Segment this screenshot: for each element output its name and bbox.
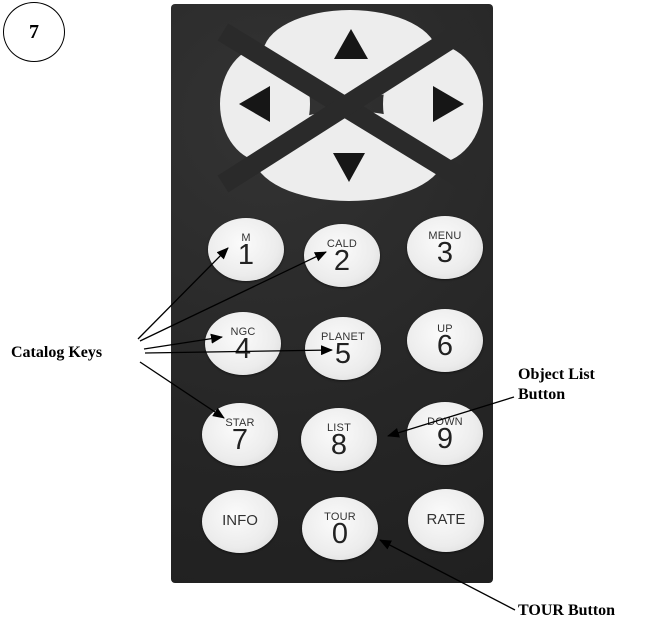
down-arrow-icon xyxy=(333,153,365,182)
page-number: 7 xyxy=(29,20,39,43)
key-sub-label: M xyxy=(241,232,251,244)
key-number: 6 xyxy=(436,330,454,362)
key-1-m[interactable]: M 1 xyxy=(208,218,284,281)
key-sub-label: STAR xyxy=(225,417,255,429)
key-number: 2 xyxy=(333,245,351,277)
direction-pad xyxy=(217,10,483,201)
catalog-keys-label: Catalog Keys xyxy=(11,344,103,361)
key-sub-label: CALD xyxy=(326,238,358,250)
key-number: 0 xyxy=(331,518,349,550)
key-8-list[interactable]: LIST 8 xyxy=(301,408,377,471)
info-button[interactable]: INFO xyxy=(202,490,278,553)
key-number: 9 xyxy=(436,423,454,455)
up-arrow-icon xyxy=(334,29,368,59)
key-number: 5 xyxy=(334,338,352,370)
page-number-badge: 7 xyxy=(3,2,65,62)
key-number: 8 xyxy=(330,429,348,461)
key-3-menu[interactable]: MENU 3 xyxy=(407,216,483,279)
key-5-planet[interactable]: PLANET 5 xyxy=(305,317,381,380)
key-label: RATE xyxy=(426,511,466,528)
key-number: 3 xyxy=(436,237,454,269)
object-list-label-line2: Button xyxy=(518,386,566,403)
key-sub-label: LIST xyxy=(326,422,352,434)
key-number: 7 xyxy=(231,424,249,456)
left-arrow-icon xyxy=(239,86,270,122)
key-7-star[interactable]: STAR 7 xyxy=(202,403,278,466)
key-4-ngc[interactable]: NGC 4 xyxy=(205,312,281,375)
key-sub-label: TOUR xyxy=(324,511,356,523)
key-sub-label: UP xyxy=(437,323,453,335)
key-number: 4 xyxy=(234,333,252,365)
rate-button[interactable]: RATE xyxy=(408,489,484,552)
tour-button-label: TOUR Button xyxy=(518,602,616,619)
right-arrow-icon xyxy=(433,86,464,122)
key-sub-label: PLANET xyxy=(321,331,365,343)
hand-controller-keypad: M 1 CALD 2 MENU 3 NGC 4 PLANET 5 UP 6 ST… xyxy=(171,4,493,583)
object-list-label-line1: Object List xyxy=(518,366,595,383)
key-9-down[interactable]: DOWN 9 xyxy=(407,402,483,465)
key-number: 1 xyxy=(237,239,255,271)
key-6-up[interactable]: UP 6 xyxy=(407,309,483,372)
key-label: INFO xyxy=(222,512,258,529)
key-2-cald[interactable]: CALD 2 xyxy=(304,224,380,287)
key-0-tour[interactable]: TOUR 0 xyxy=(302,497,378,560)
key-sub-label: MENU xyxy=(428,230,462,242)
